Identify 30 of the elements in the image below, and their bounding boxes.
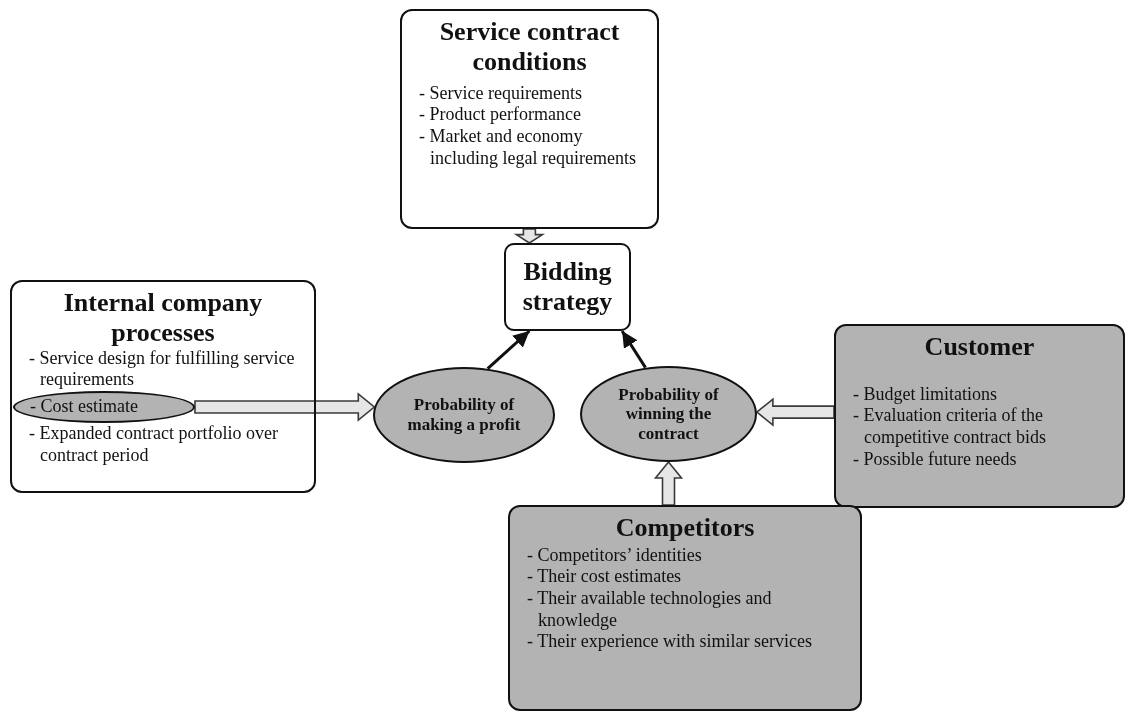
- strategy-box: Bidding strategy: [504, 243, 631, 331]
- process-box: [400, 9, 659, 229]
- list-item: - Their available technologies and knowledge: [526, 588, 773, 632]
- process-box: [10, 280, 316, 493]
- list-item: - Market and economy including legal requirements: [418, 125, 637, 170]
- arrow: [486, 329, 531, 370]
- list-item: - Product performance: [418, 104, 582, 126]
- list-item: - Their cost estimates: [526, 566, 683, 589]
- arrow: [620, 330, 647, 369]
- box-heading: Service contract conditions: [438, 17, 621, 77]
- block-arrow: [194, 392, 376, 422]
- factor-box: [508, 505, 862, 711]
- box-heading: Customer: [923, 332, 1036, 362]
- block-arrow: [513, 228, 546, 244]
- list-item: - Evaluation criteria of the competitive contract bids: [852, 405, 1047, 449]
- highlight-ellipse: - Cost estimate: [13, 390, 195, 423]
- ellipse-label: Probability of winning the contract: [617, 384, 720, 444]
- block-arrow: [755, 397, 835, 427]
- list-item: - Competitors’ identities: [526, 544, 703, 567]
- list-item: - Budget limitations: [852, 383, 998, 406]
- box-heading: Competitors: [614, 513, 756, 543]
- factor-box: [834, 324, 1125, 508]
- list-item: - Service requirements: [418, 82, 583, 105]
- list-item: - Their experience with similar services: [526, 631, 814, 653]
- box-heading: Internal company processes: [62, 288, 264, 348]
- list-item: - Expanded contract portfolio over contract period: [28, 422, 279, 467]
- list-item: - Service design for fulfilling service requirements: [28, 347, 296, 391]
- block-arrow: [653, 460, 684, 506]
- ellipse-label: Probability of making a profit: [406, 395, 522, 435]
- list-item: - Possible future needs: [852, 448, 1018, 471]
